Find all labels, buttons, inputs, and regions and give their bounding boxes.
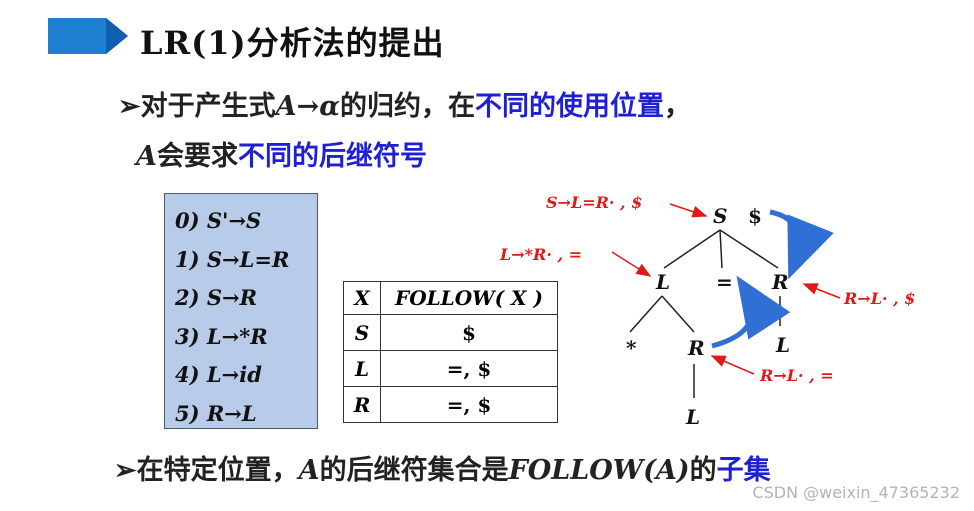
annotation-item-bottom: R→L· , = — [759, 366, 834, 385]
tree-node-r: R — [771, 270, 789, 294]
bullet-different-followers: A会要求不同的后继符号 — [136, 141, 427, 172]
tree-node-l-bottom: L — [685, 405, 700, 429]
table-row: R =, $ — [343, 386, 558, 423]
tree-node-l-right: L — [775, 333, 790, 357]
annotation-arrow-right — [802, 283, 841, 299]
production-line: 0) S'→S — [175, 208, 262, 233]
production-line: 1) S→L=R — [175, 246, 290, 272]
annotation-item-left: L→*R· , = — [499, 245, 582, 264]
annotation-arrow-bottom — [710, 355, 755, 375]
table-row: S $ — [343, 314, 558, 351]
tree-node-r-inner: R — [687, 336, 705, 360]
annotation-item-right: R→L· , $ — [843, 289, 915, 308]
production-line: 5) R→L — [175, 400, 257, 426]
tree-end-marker: $ — [748, 204, 762, 228]
tree-node-l: L — [655, 270, 670, 294]
annotation-item-top: S→L=R· , $ — [546, 193, 642, 212]
follow-table-header-follow: FOLLOW( X ) — [380, 281, 558, 315]
follow-table: X FOLLOW( X ) S $ L =, $ R =, $ — [343, 281, 558, 423]
production-line: 3) L→*R — [175, 323, 268, 349]
follow-table-header-x: X — [343, 281, 381, 315]
goto-arrow-top — [769, 209, 834, 280]
annotation-arrow-top — [669, 203, 708, 218]
title-banner-arrow — [48, 18, 128, 54]
goto-arrow-bottom — [711, 275, 791, 349]
bullet-follow-subset: ➢在特定位置，A的后继符集合是FOLLOW(A)的子集 — [114, 455, 771, 486]
production-line: 2) S→R — [175, 285, 258, 310]
tree-edges — [629, 229, 781, 398]
tree-node-star: * — [626, 336, 637, 360]
tree-node-root: S — [713, 204, 727, 228]
production-line: 4) L→id — [175, 362, 262, 387]
annotation-arrow-left — [611, 251, 652, 277]
grammar-productions-box: 0) S'→S 1) S→L=R 2) S→R 3) L→*R 4) L→id … — [164, 193, 318, 429]
watermark: CSDN @weixin_47365232 — [752, 483, 960, 502]
page-title: LR(1)分析法的提出 — [140, 24, 445, 62]
tree-node-equals: = — [716, 270, 733, 294]
bullet-reduction-position: ➢对于产生式A→α的归约，在不同的使用位置， — [118, 91, 691, 122]
